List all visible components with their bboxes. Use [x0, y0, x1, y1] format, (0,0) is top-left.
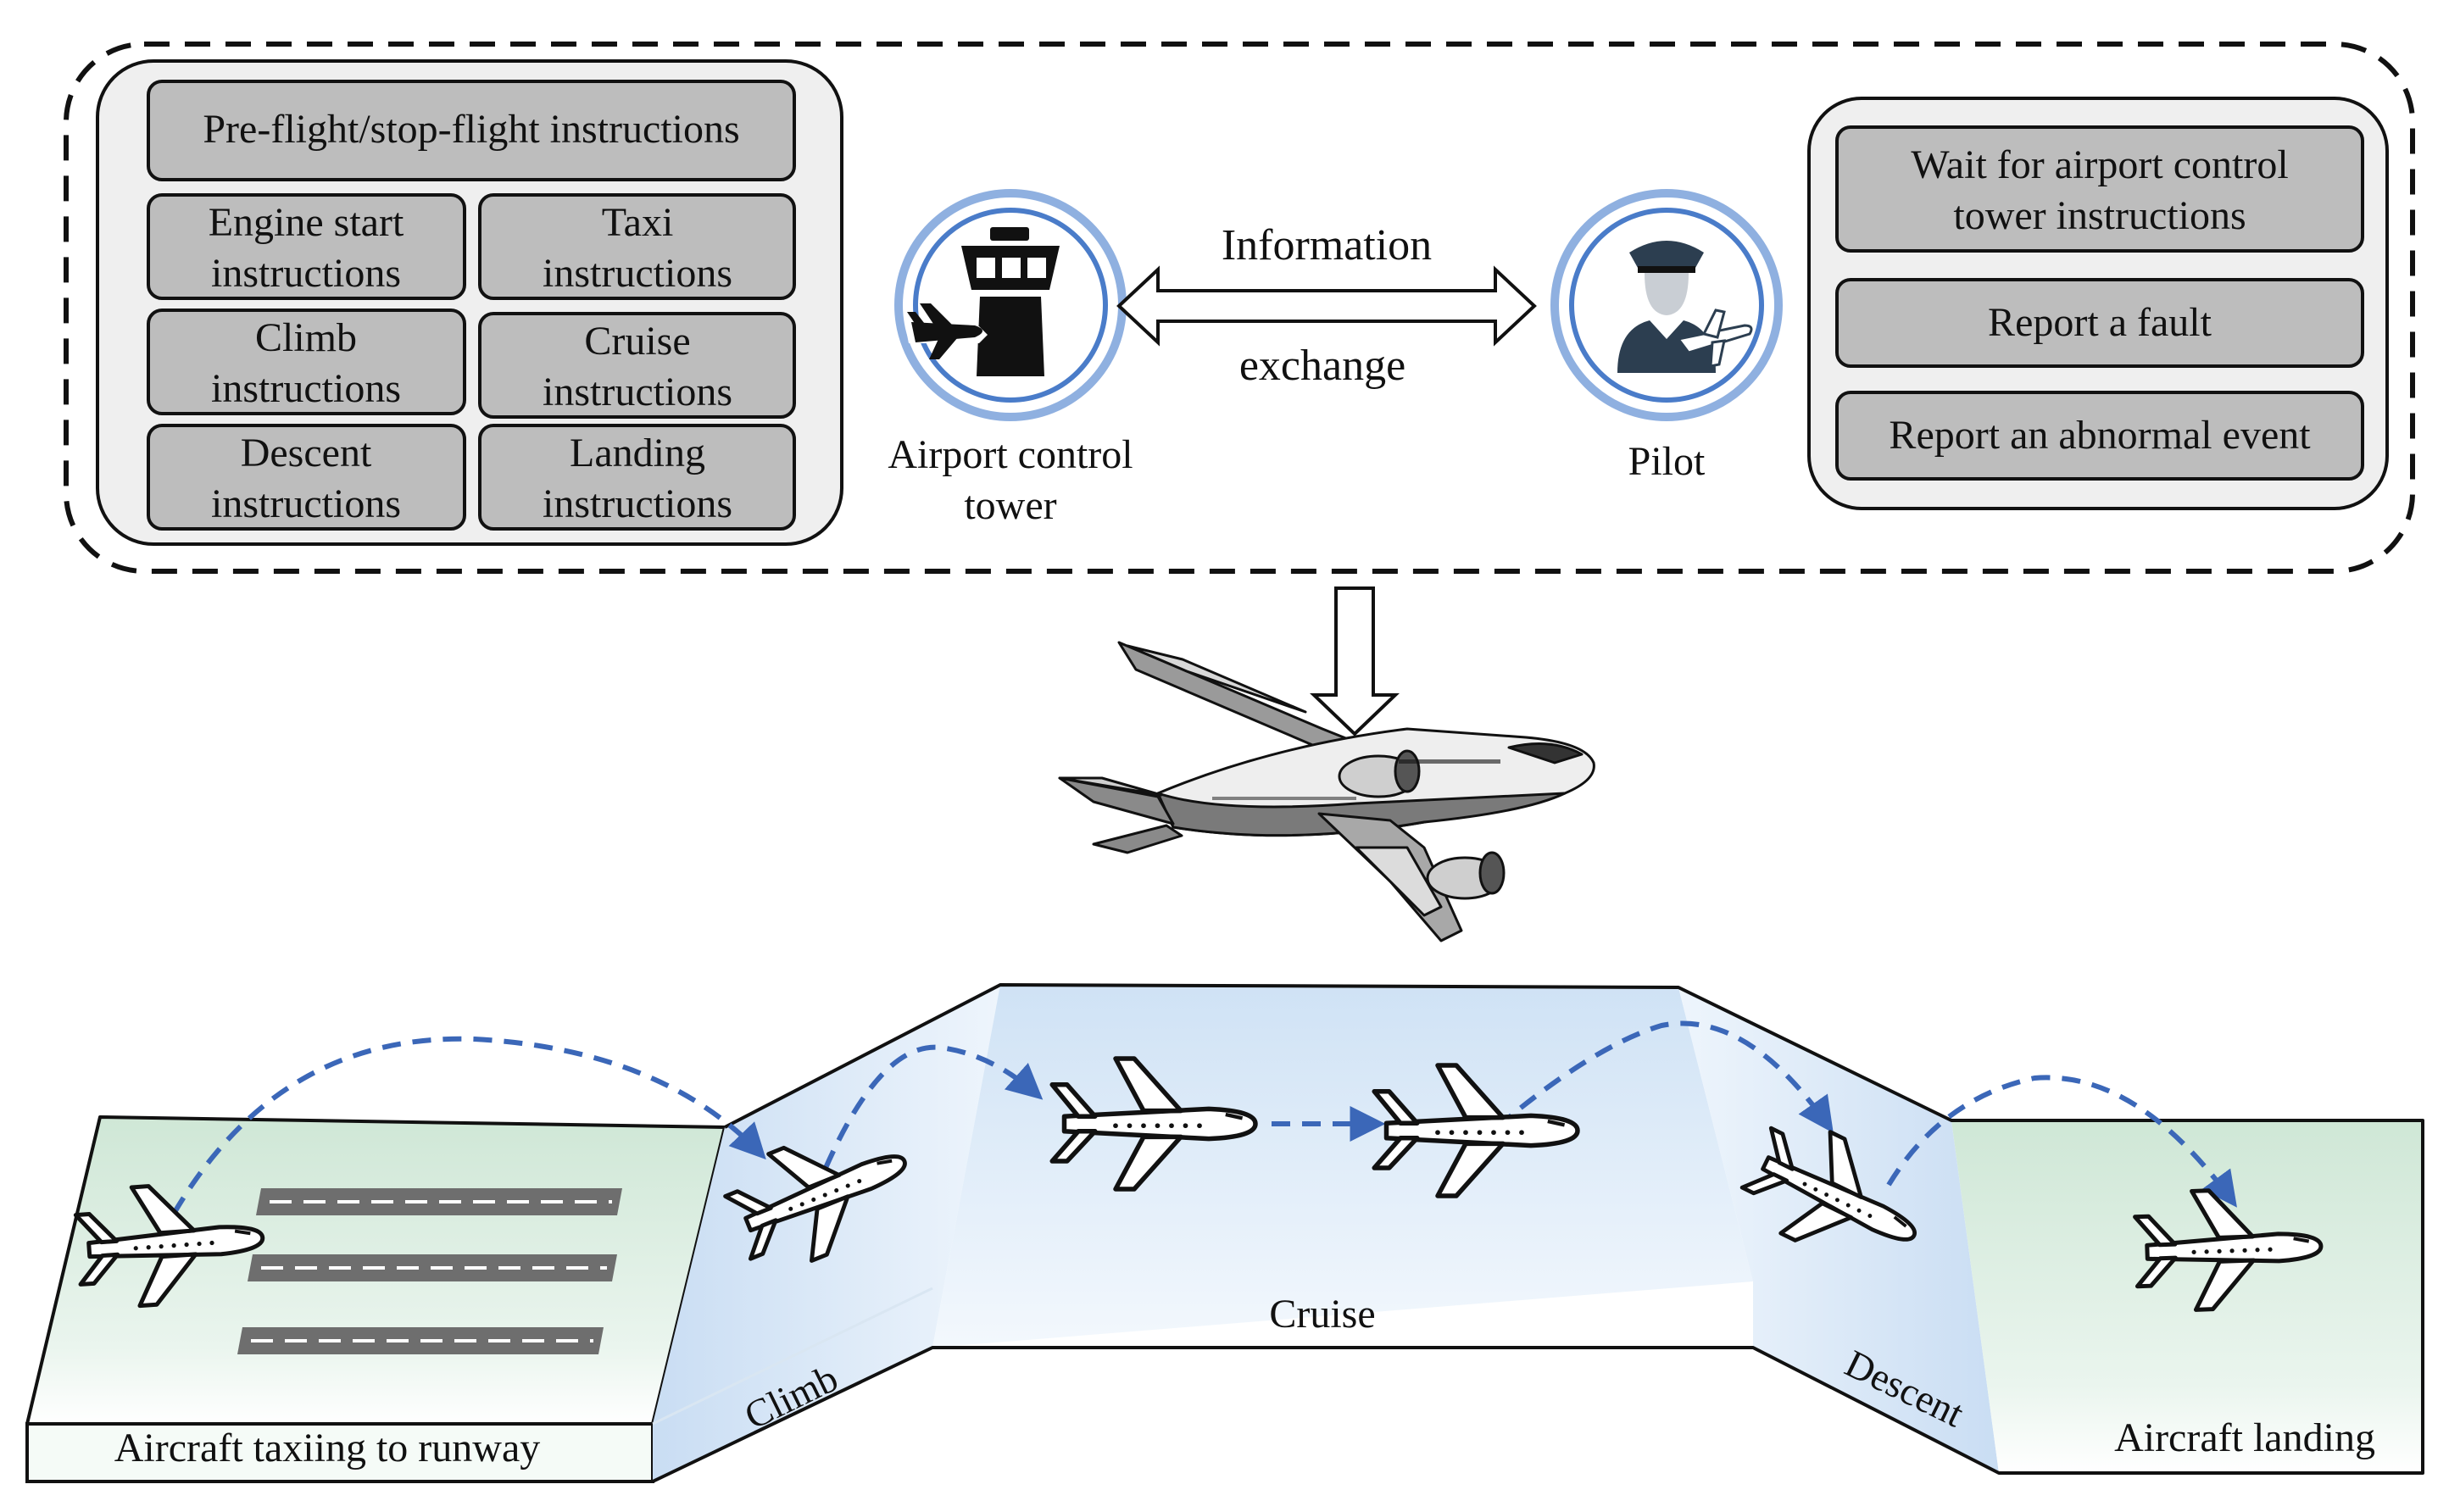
pilot-node: Pilot — [1550, 189, 1783, 484]
pilot-label: Pilot — [1628, 439, 1706, 484]
phase-label-cruise: Cruise — [1269, 1292, 1375, 1337]
action-label: Wait for airport control — [1911, 142, 2288, 187]
action-label: Report a fault — [1988, 300, 2212, 345]
control-tower-icon — [907, 227, 1060, 376]
action-box-fault: Report a fault — [1835, 278, 2364, 368]
phase-label-taxi: Aircraft taxiing to runway — [114, 1426, 541, 1470]
landing-ground — [1951, 1120, 2423, 1473]
instruction-label: Taxi — [602, 200, 674, 245]
instruction-label: Engine start — [209, 200, 404, 245]
instruction-label: Descent — [241, 431, 372, 475]
tower-label: tower — [964, 483, 1056, 528]
instruction-label: instructions — [211, 251, 401, 296]
instruction-label: Landing — [570, 431, 705, 475]
runway — [248, 1254, 617, 1281]
down-arrow — [1310, 586, 1400, 737]
pilot-icon — [1617, 241, 1753, 373]
instruction-box-landing: Landing instructions — [478, 424, 796, 531]
double-arrow — [1116, 265, 1537, 347]
action-label: tower instructions — [1953, 193, 2246, 238]
exchange-label-bottom: exchange — [1239, 342, 1405, 390]
instruction-label: instructions — [543, 251, 732, 296]
airliner-illustration — [1058, 641, 1595, 942]
instruction-box-preflight: Pre-flight/stop-flight instructions — [147, 80, 796, 181]
runway — [237, 1327, 604, 1354]
tower-label: Airport control — [888, 432, 1133, 477]
tower-instruction-panel: Pre-flight/stop-flight instructions Engi… — [96, 59, 843, 546]
instruction-box-cruise: Cruise instructions — [478, 312, 796, 419]
instruction-label: instructions — [543, 370, 732, 414]
instruction-label: instructions — [543, 481, 732, 526]
instruction-label: instructions — [211, 481, 401, 526]
runway — [256, 1188, 622, 1215]
instruction-label: Pre-flight/stop-flight instructions — [203, 107, 739, 152]
communication-frame — [64, 42, 2415, 574]
flight-profile: Aircraft taxiing to runway Climb Cruise … — [25, 983, 2424, 1483]
descent-slope — [1678, 987, 1999, 1473]
action-label: Report an abnormal event — [1889, 413, 2311, 458]
instruction-box-taxi: Taxi instructions — [478, 193, 796, 300]
instruction-box-climb: Climb instructions — [147, 309, 466, 415]
exchange-label-top: Information — [1222, 221, 1432, 270]
instruction-label: Climb — [255, 315, 357, 360]
instruction-label: instructions — [211, 366, 401, 411]
action-box-abnormal: Report an abnormal event — [1835, 391, 2364, 481]
pilot-action-panel: Wait for airport control tower instructi… — [1807, 97, 2389, 510]
instruction-box-engine-start: Engine start instructions — [147, 193, 466, 300]
information-exchange: Information exchange — [1116, 221, 1537, 390]
instruction-label: Cruise — [584, 319, 690, 364]
action-box-wait: Wait for airport control tower instructi… — [1835, 125, 2364, 253]
phase-label-landing: Aircraft landing — [2114, 1415, 2375, 1460]
instruction-box-descent: Descent instructions — [147, 424, 466, 531]
control-tower-node: Airport control tower — [888, 189, 1133, 528]
flight-trajectory — [171, 1020, 2237, 1215]
